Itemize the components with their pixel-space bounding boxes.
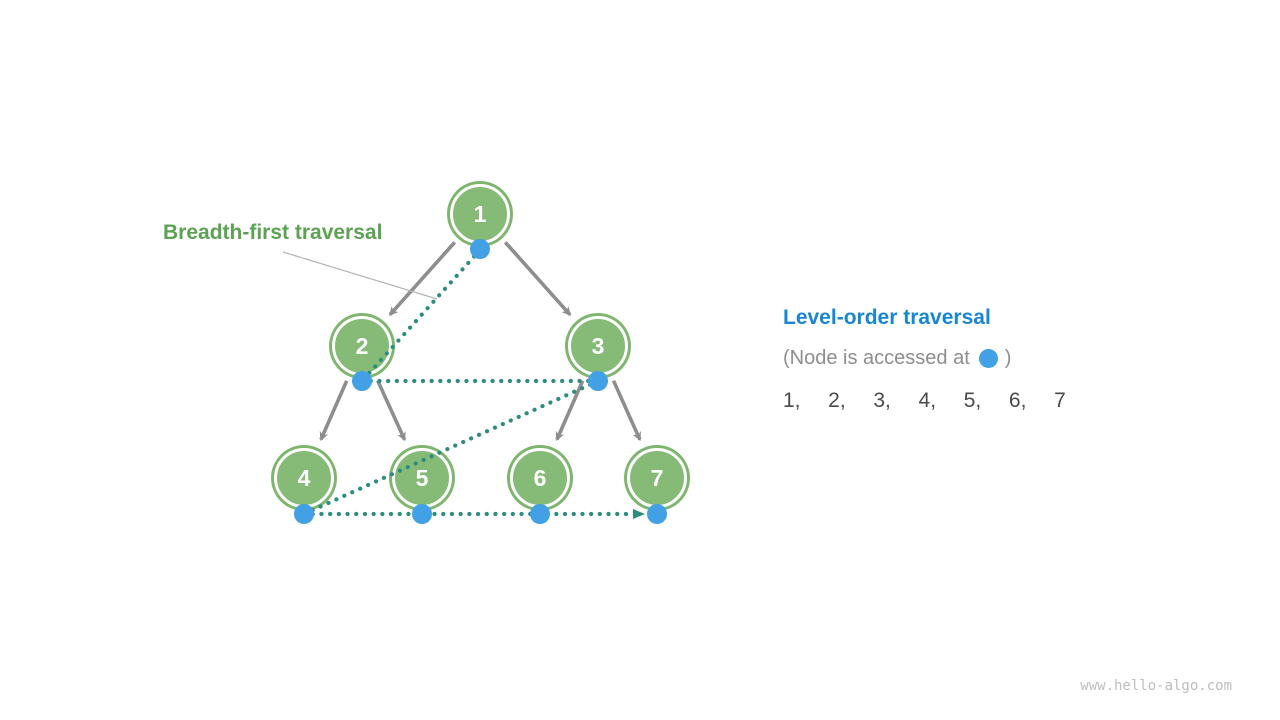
- access-dot-node-3: [588, 371, 608, 391]
- access-note-prefix: (Node is accessed at: [783, 347, 970, 369]
- access-dot-node-6: [530, 504, 550, 524]
- tree-node-5-label: 5: [415, 464, 429, 491]
- tree-node-3-label: 3: [591, 332, 605, 359]
- tree-edge-3-7: [611, 379, 642, 442]
- tree-node-2: 2: [332, 316, 392, 376]
- access-note-suffix: ): [1004, 347, 1012, 369]
- traversal-sequence: 1, 2, 3, 4, 5, 6, 7: [783, 389, 1066, 412]
- tree-node-1: 1: [450, 184, 510, 244]
- tree-node-6: 6: [510, 448, 570, 508]
- tree-node-5: 5: [392, 448, 452, 508]
- access-dot-node-5: [412, 504, 432, 524]
- tree-edge-2-5: [376, 379, 407, 442]
- tree-node-1-label: 1: [473, 200, 487, 227]
- access-dot-legend-icon: [978, 349, 998, 368]
- access-dot-node-4: [294, 504, 314, 524]
- level-order-traversal-title: Level-order traversal: [783, 306, 991, 329]
- tree-edge-1-2: [388, 241, 457, 316]
- tree-edge-3-6: [555, 380, 585, 441]
- tree-node-6-label: 6: [533, 464, 547, 491]
- label-callout-line: [282, 251, 438, 300]
- tree-node-2-label: 2: [355, 332, 369, 359]
- tree-node-7: 7: [627, 448, 687, 508]
- tree-node-4: 4: [274, 448, 334, 508]
- access-dot-node-7: [647, 504, 667, 524]
- tree-edge-2-4: [319, 380, 349, 441]
- access-note: (Node is accessed at ): [783, 347, 1066, 370]
- access-dot-node-1: [470, 239, 490, 259]
- tree-node-4-label: 4: [297, 464, 311, 491]
- right-panel: Level-order traversal (Node is accessed …: [783, 306, 1066, 413]
- tree-node-3: 3: [568, 316, 628, 376]
- access-dot-node-2: [352, 371, 372, 391]
- breadth-first-traversal-label: Breadth-first traversal: [163, 221, 383, 244]
- watermark-url: www.hello-algo.com: [1080, 678, 1232, 694]
- tree-edge-1-3: [503, 241, 572, 316]
- tree-node-7-label: 7: [650, 464, 664, 491]
